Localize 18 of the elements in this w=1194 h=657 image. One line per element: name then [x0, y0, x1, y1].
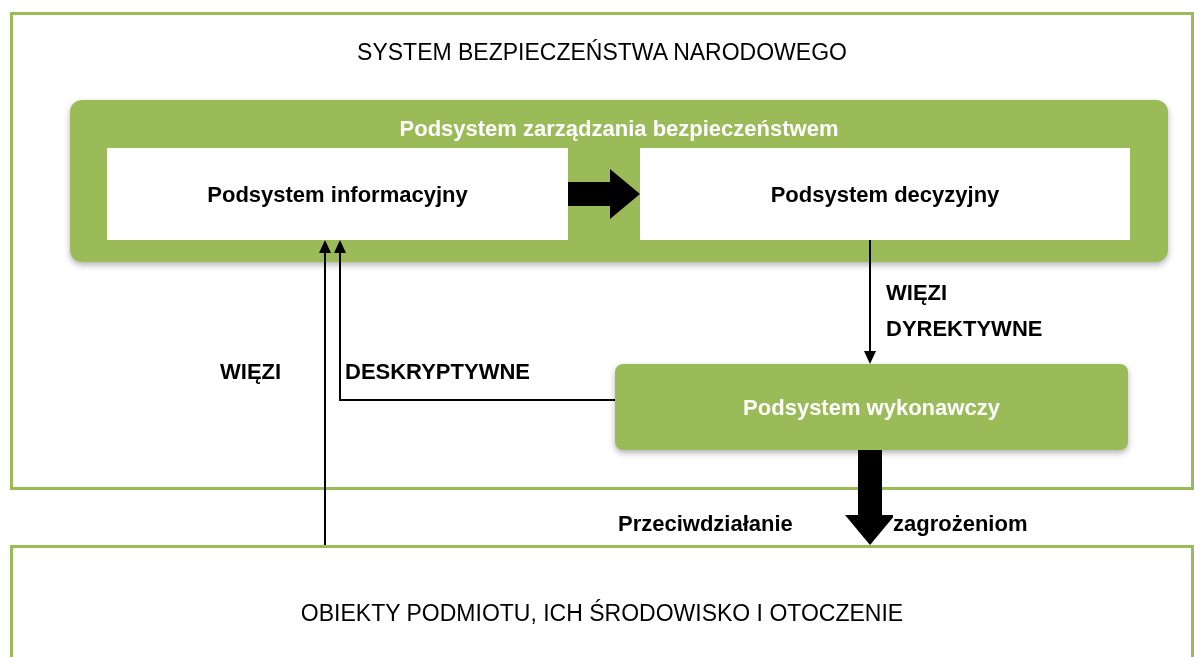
block-arrow [845, 450, 895, 545]
arrow [864, 239, 876, 364]
process-box [615, 364, 1128, 450]
arrow [319, 240, 331, 546]
system-frame [10, 12, 1194, 490]
block-arrow [568, 169, 640, 219]
arrow [334, 240, 616, 401]
node-label: SYSTEM BEZPIECZEŃSTWA NARODOWEGO [357, 39, 847, 65]
node-label: Podsystem zarządzania bezpieczeństwem [399, 116, 839, 141]
subsystem-panel [70, 100, 1168, 262]
node-label: Podsystem wykonawczy [743, 393, 1000, 422]
environment-box [10, 545, 1194, 657]
process-box [640, 148, 1130, 240]
edge-label: WIĘZI DYREKTYWNE [886, 279, 1044, 343]
node-label: Podsystem decyzyjny [770, 180, 1000, 209]
node-label: Podsystem informacyjny [207, 180, 468, 209]
node-label: OBIEKTY PODMIOTU, ICH ŚRODOWISKO I OTOCZENIE [300, 600, 904, 626]
process-box [107, 148, 568, 240]
